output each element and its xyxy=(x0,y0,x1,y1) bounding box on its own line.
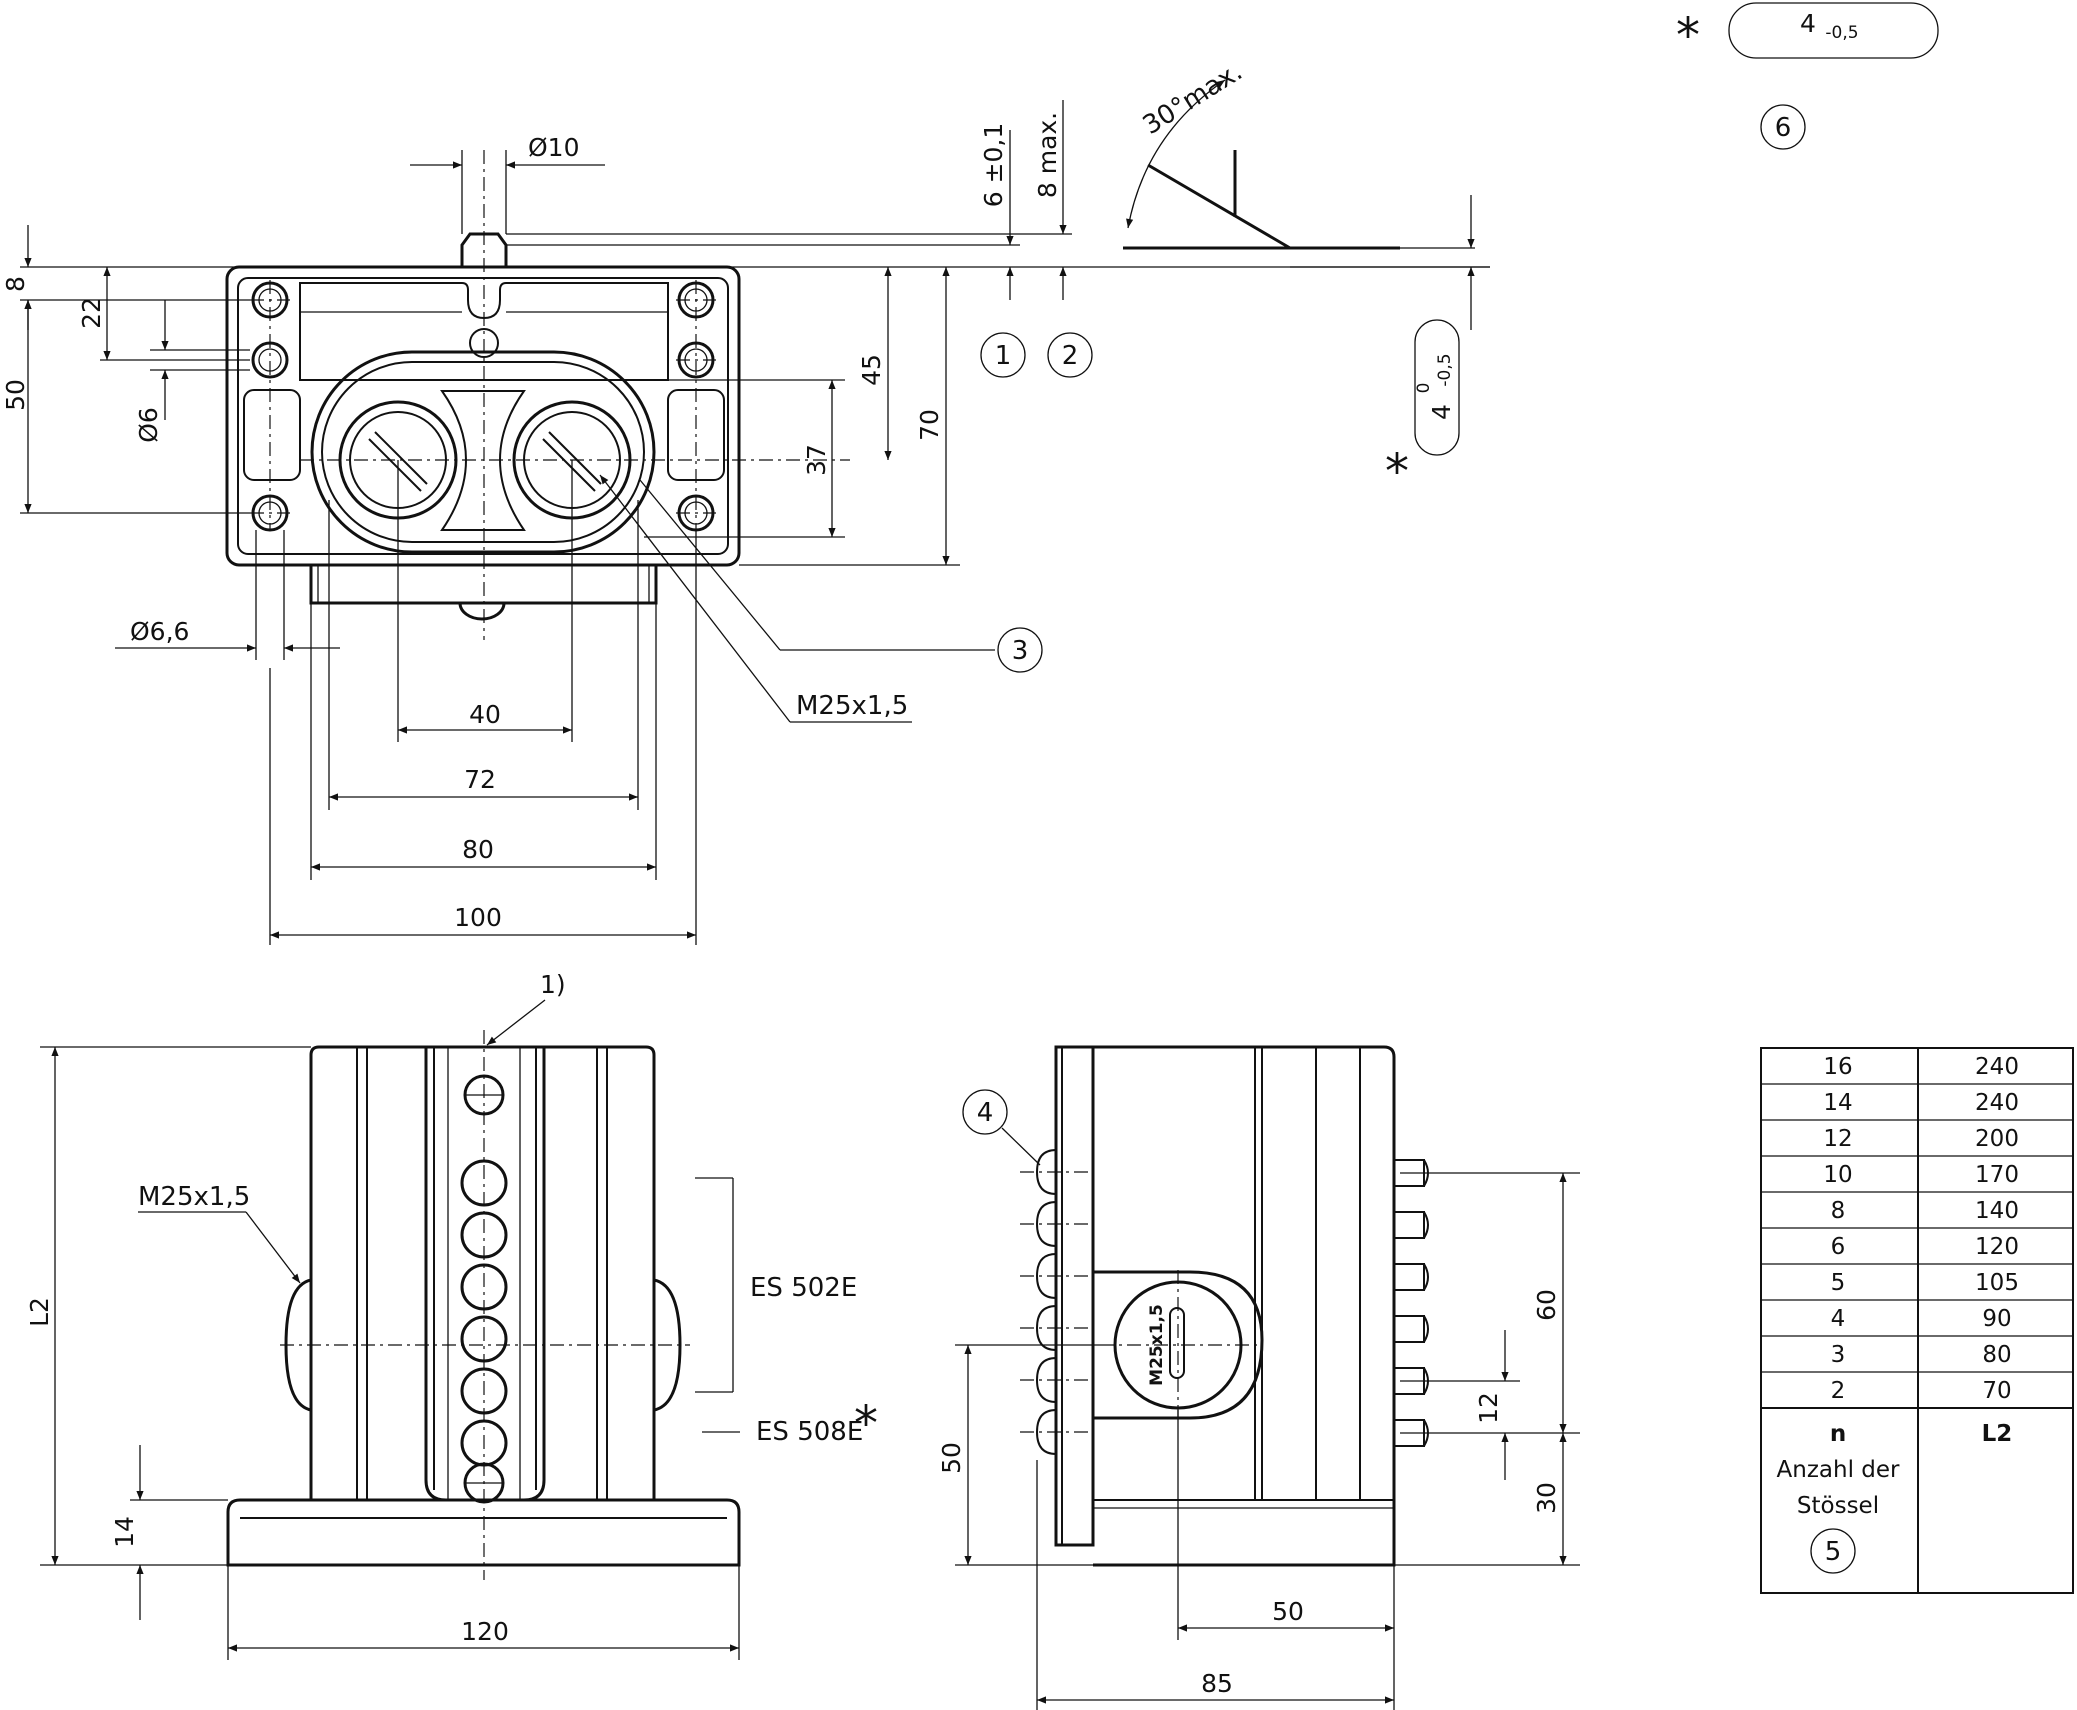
dim-dia6: Ø6 xyxy=(134,407,163,443)
front-view: 1) M25x1,5 ES 502E ES 508E * L2 14 120 xyxy=(25,970,878,1660)
dim-30: 30 xyxy=(1532,1482,1561,1514)
dim-22: 22 xyxy=(77,297,106,329)
table-cell-n: 2 xyxy=(1831,1378,1846,1404)
table-cell-n: 6 xyxy=(1831,1234,1846,1260)
callout-1: 1 xyxy=(995,341,1012,371)
table-cell-n: 10 xyxy=(1823,1162,1852,1188)
top-tol-main: 4 xyxy=(1800,9,1816,38)
side-left-plungers xyxy=(1035,1149,1057,1455)
callout-2: 2 xyxy=(1062,341,1079,371)
table-cell-l2: 105 xyxy=(1975,1270,2019,1296)
dim-72: 72 xyxy=(464,765,496,794)
side-body xyxy=(1093,1045,1396,1567)
table-cell-n: 5 xyxy=(1831,1270,1846,1296)
dim-dia10: Ø10 xyxy=(528,133,580,162)
star-side: * xyxy=(1385,444,1409,500)
table-cell-l2: 240 xyxy=(1975,1090,2019,1116)
table-cell-l2: 200 xyxy=(1975,1126,2019,1152)
table-cell-n: 3 xyxy=(1831,1342,1846,1368)
top-view: 8 22 50 Ø6 Ø6,6 Ø10 40 72 80 100 xyxy=(1,2,1939,945)
table-cell-n: 14 xyxy=(1823,1090,1852,1116)
dim-50: 50 xyxy=(1,379,30,411)
side-tol-main: 4 xyxy=(1427,404,1456,420)
star-front: * xyxy=(854,1396,878,1452)
top-tol-sub: -0,5 xyxy=(1825,23,1858,43)
table-caption-2: Stössel xyxy=(1797,1493,1879,1519)
table-cell-l2: 170 xyxy=(1975,1162,2019,1188)
table-caption-1: Anzahl der xyxy=(1777,1457,1901,1483)
gland-oval-outer xyxy=(310,350,656,554)
top-thread-label: M25x1,5 xyxy=(796,691,908,721)
table-cell-l2: 140 xyxy=(1975,1198,2019,1224)
side-view: M25x1,5 4 xyxy=(937,1045,1580,1710)
dim-12: 12 xyxy=(1474,1392,1503,1424)
table-cell-l2: 240 xyxy=(1975,1054,2019,1080)
table-cell-l2: 90 xyxy=(1982,1306,2011,1332)
table-cell-n: 16 xyxy=(1823,1054,1852,1080)
tol-6: 6 ±0,1 xyxy=(979,123,1008,208)
plunger-count-table: 16 240 14 240 12 200 10 170 8 140 6 120 5 105 4 90 3 80 2 7… xyxy=(1760,1047,2074,1594)
table-cell-n: 4 xyxy=(1831,1306,1846,1332)
label-es508e: ES 508E xyxy=(756,1417,863,1447)
dim-120: 120 xyxy=(461,1617,509,1646)
dim-40: 40 xyxy=(469,700,501,729)
dim-14: 14 xyxy=(110,1516,139,1548)
dim-50-horizontal: 50 xyxy=(1272,1597,1304,1626)
table-header-l2: L2 xyxy=(1982,1421,2013,1447)
dim-dia66: Ø6,6 xyxy=(130,617,189,646)
table-cell-l2: 80 xyxy=(1982,1342,2011,1368)
side-cover xyxy=(1054,1045,1095,1547)
dim-8-max: 8 max. xyxy=(1033,112,1062,198)
dim-80: 80 xyxy=(462,835,494,864)
table-cell-l2: 120 xyxy=(1975,1234,2019,1260)
table-header-n: n xyxy=(1830,1421,1846,1447)
top-tolerance-pill xyxy=(1728,2,1939,59)
star-top: * xyxy=(1676,8,1700,64)
angle-label: 30°max. xyxy=(1138,57,1248,141)
dim-8: 8 xyxy=(1,276,30,292)
side-tol-sup: 0 xyxy=(1414,383,1434,394)
callout-6: 6 xyxy=(1775,113,1792,143)
dim-85: 85 xyxy=(1201,1669,1233,1698)
dim-60: 60 xyxy=(1532,1289,1561,1321)
table-cell-l2: 70 xyxy=(1982,1378,2011,1404)
callout-4: 4 xyxy=(977,1098,994,1128)
table-cell-n: 12 xyxy=(1823,1126,1852,1152)
callout-5: 5 xyxy=(1825,1537,1842,1567)
note-1: 1) xyxy=(540,970,566,999)
front-thread-label: M25x1,5 xyxy=(138,1182,250,1212)
dim-l2: L2 xyxy=(25,1297,54,1327)
front-body xyxy=(309,1045,656,1500)
dim-37: 37 xyxy=(802,444,831,476)
callout-3: 3 xyxy=(1012,636,1029,666)
dim-50-vertical: 50 xyxy=(937,1442,966,1474)
front-base xyxy=(226,1498,741,1567)
label-es502e: ES 502E xyxy=(750,1273,857,1303)
side-right-plungers xyxy=(1393,1159,1429,1447)
side-tol-sub: -0,5 xyxy=(1435,353,1455,386)
dim-70: 70 xyxy=(915,409,944,441)
dim-100: 100 xyxy=(454,903,502,932)
dim-45: 45 xyxy=(857,354,886,386)
table-cell-n: 8 xyxy=(1831,1198,1846,1224)
side-tolerance-pill xyxy=(1414,319,1460,456)
